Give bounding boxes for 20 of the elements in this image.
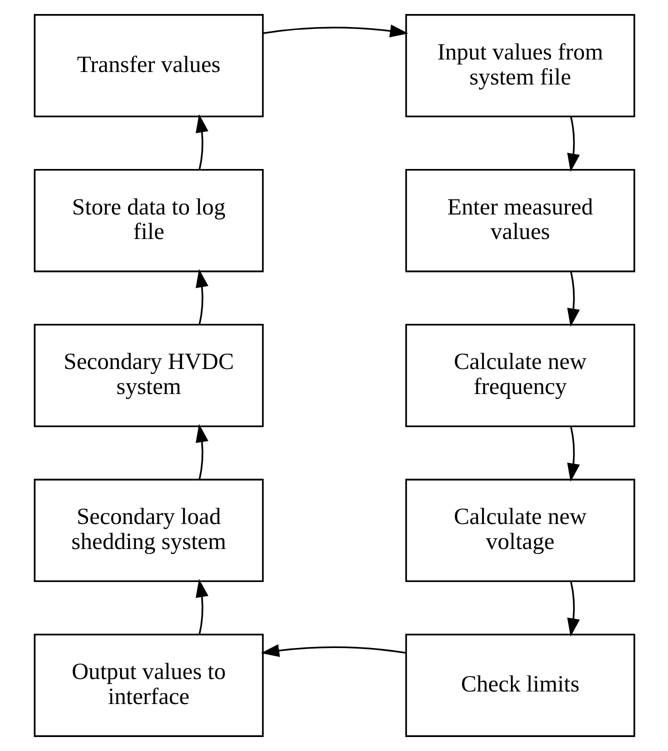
arrow [195,114,208,170]
arrow [262,24,408,38]
node-box: Calculate new frequency [404,324,635,428]
node-box: Output values to interface [33,634,264,737]
node-box: Enter measured values [404,168,635,272]
node-box: Secondary load shedding system [33,478,264,582]
node-box: Store data to log file [33,168,264,272]
arrow [195,269,208,325]
arrow [195,424,208,480]
node-box: Calculate new voltage [404,478,635,582]
arrow [260,644,406,657]
node-box: Check limits [404,634,635,737]
arrow [566,116,580,172]
node-box: Input values from system file [404,14,635,118]
node-box: Transfer values [33,14,264,118]
arrow [566,581,580,637]
arrow [566,271,580,327]
arrow [195,578,208,634]
node-box: Secondary HVDC system [33,324,264,428]
arrow [566,426,580,482]
